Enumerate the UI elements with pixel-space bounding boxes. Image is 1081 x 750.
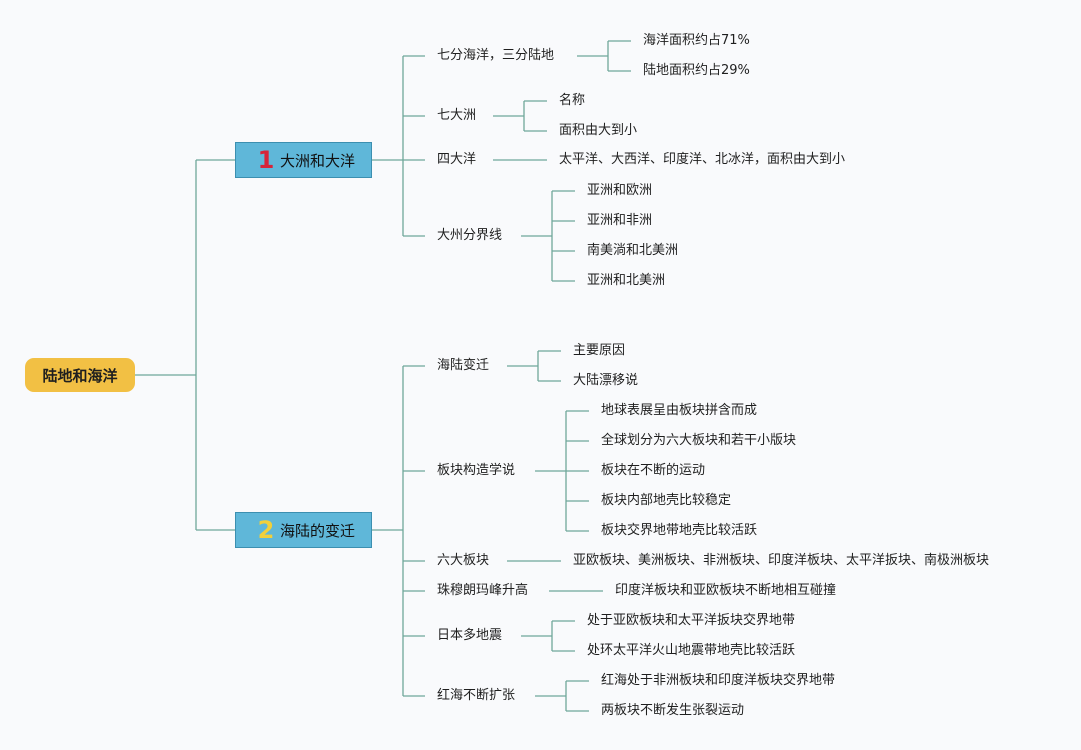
leaf-node[interactable]: 陆地面积约占29% [643,63,750,78]
branch-node-land-sea-changes[interactable]: 2 海陆的变迁 [235,512,372,548]
root-label: 陆地和海洋 [42,366,118,385]
leaf-node[interactable]: 两板块不断发生张裂运动 [601,703,745,718]
leaf-node[interactable]: 亚洲和非洲 [587,213,653,228]
branch-label: 海陆的变迁 [280,521,356,540]
leaf-node[interactable]: 南美淌和北美洲 [587,243,679,258]
leaf-node[interactable]: 印度洋板块和亚欧板块不断地相互碰撞 [615,583,837,598]
branch-number-1: 1 [257,146,275,174]
leaf-node[interactable]: 处于亚欧板块和太平洋扳块交界地带 [587,613,796,628]
topic-node[interactable]: 日本多地震 [437,628,503,643]
topic-node[interactable]: 六大板块 [437,553,490,568]
leaf-node[interactable]: 板块交界地带地壳比较活跃 [601,523,758,538]
topic-node[interactable]: 大州分界线 [437,228,503,243]
leaf-node[interactable]: 主要原因 [573,343,626,358]
topic-node[interactable]: 七大洲 [437,108,477,123]
leaf-node[interactable]: 全球划分为六大板块和若干小版块 [601,433,797,448]
topic-node[interactable]: 珠穆朗玛峰升高 [437,583,529,598]
branch-label: 大洲和大洋 [280,151,356,170]
topic-node[interactable]: 板块构造学说 [437,463,516,478]
leaf-node[interactable]: 红海处于非洲板块和印度洋板块交界地带 [601,673,836,688]
root-node[interactable]: 陆地和海洋 [25,358,135,392]
topic-node[interactable]: 七分海洋，三分陆地 [437,48,555,63]
leaf-node[interactable]: 地球表展呈由板块拼含而成 [601,403,758,418]
branch-number-2: 2 [257,516,275,544]
leaf-node[interactable]: 大陆漂移说 [573,373,639,388]
topic-node[interactable]: 四大洋 [437,152,477,167]
leaf-node[interactable]: 面积由大到小 [559,123,638,138]
leaf-node[interactable]: 处环太平洋火山地震带地壳比较活跃 [587,643,796,658]
topic-node[interactable]: 红海不断扩张 [437,688,516,703]
leaf-node[interactable]: 亚洲和欧洲 [587,183,653,198]
topic-node[interactable]: 海陆变迁 [437,358,490,373]
branch-node-continents-oceans[interactable]: 1 大洲和大洋 [235,142,372,178]
leaf-node[interactable]: 板块内部地壳比较稳定 [601,493,732,508]
leaf-node[interactable]: 名称 [559,93,586,108]
leaf-node[interactable]: 亚洲和北美洲 [587,273,666,288]
leaf-node[interactable]: 海洋面积约占71% [643,33,750,48]
leaf-node[interactable]: 太平洋、大西洋、印度洋、北冰洋，面积由大到小 [559,152,846,167]
leaf-node[interactable]: 板块在不断的运动 [601,463,706,478]
leaf-node[interactable]: 亚欧板块、美洲板块、非洲板块、印度洋板块、太平洋扳块、南极洲板块 [573,553,990,568]
